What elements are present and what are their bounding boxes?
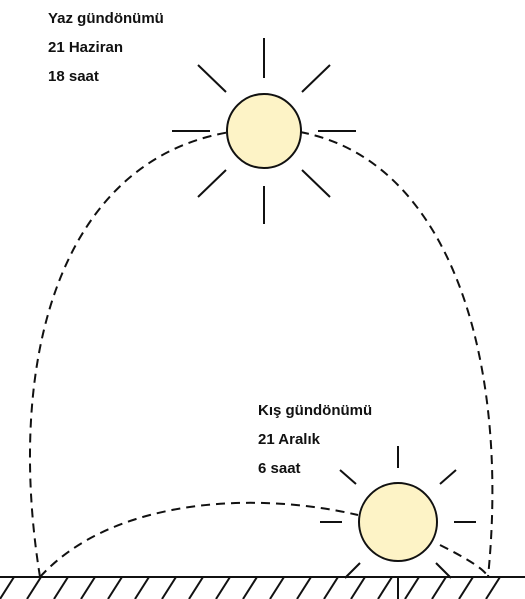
winter-sun-path [39, 501, 489, 578]
hatch-stroke [404, 576, 420, 599]
winter-hours-label: 6 saat [258, 460, 301, 477]
hatch-stroke [350, 576, 366, 599]
winter-sun-rays [320, 446, 476, 599]
hatch-stroke [0, 576, 15, 599]
hatch-stroke [296, 576, 312, 599]
hatch-stroke [431, 576, 447, 599]
winter-name-label: Kış gündönümü [258, 402, 373, 419]
hatch-stroke [215, 576, 231, 599]
hatch-stroke [53, 576, 69, 599]
summer-hours-label: 18 saat [48, 68, 99, 85]
hatch-stroke [107, 576, 123, 599]
hatch-stroke [458, 576, 474, 599]
hatch-stroke [26, 576, 42, 599]
hatch-stroke [134, 576, 150, 599]
hatch-stroke [323, 576, 339, 599]
summer-name-label: Yaz gündönümü [48, 10, 164, 27]
hatch-stroke [377, 576, 393, 599]
winter-sun-disc [358, 482, 438, 562]
winter-date-label: 21 Aralık [258, 431, 320, 448]
hatch-stroke [485, 576, 501, 599]
hatch-stroke [269, 576, 285, 599]
winter-sun [320, 446, 476, 599]
summer-sun-disc [226, 93, 302, 169]
summer-sun-rays [172, 38, 356, 224]
ground-hatching [0, 576, 501, 599]
hatch-stroke [242, 576, 258, 599]
summer-sun [172, 38, 356, 224]
hatch-stroke [161, 576, 177, 599]
summer-date-label: 21 Haziran [48, 39, 124, 56]
hatch-stroke [80, 576, 96, 599]
summer-sun-path [29, 131, 494, 578]
hatch-stroke [188, 576, 204, 599]
